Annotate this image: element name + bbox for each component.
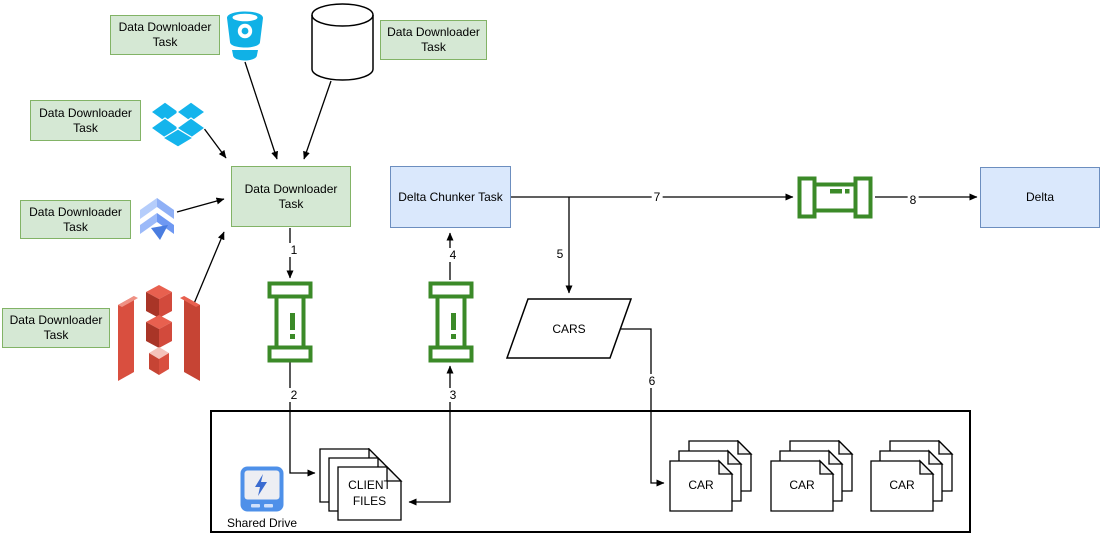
edge-cylinder-to-central[interactable] bbox=[303, 80, 332, 160]
edge-bitbucket-to-central[interactable] bbox=[244, 61, 278, 160]
car-docs bbox=[770, 439, 854, 512]
edge-label-6: 6 bbox=[646, 374, 658, 388]
edge-chevron-to-central[interactable] bbox=[176, 197, 225, 213]
downloader-task-label: Data Downloader Task bbox=[387, 25, 480, 54]
edge-label-8: 8 bbox=[907, 193, 919, 207]
aws-s3-glyph bbox=[118, 285, 200, 381]
database-cylinder-glyph bbox=[311, 3, 374, 81]
pipe-queue-glyph bbox=[797, 176, 873, 219]
downloader-task-label: Data Downloader Task bbox=[118, 20, 212, 49]
delta-chunker-label: Delta Chunker Task bbox=[398, 189, 503, 204]
edge-label-5: 5 bbox=[554, 247, 566, 261]
downloader-task-label: Data Downloader Task bbox=[9, 313, 103, 342]
car-label: CAR bbox=[670, 461, 732, 511]
edge-6[interactable] bbox=[621, 328, 665, 487]
shared-drive-label: Shared Drive bbox=[226, 516, 298, 530]
delta-label: Delta bbox=[1025, 190, 1054, 204]
edge-s3-to-central[interactable] bbox=[192, 231, 225, 307]
bitbucket-icon-glyph bbox=[227, 11, 263, 61]
client-files-line1: CLIENT bbox=[348, 477, 391, 492]
downloader-task-box-database[interactable]: Data Downloader Task bbox=[380, 20, 487, 60]
pipe-queue-glyph bbox=[267, 281, 313, 363]
chevron-stack-icon[interactable] bbox=[140, 197, 175, 241]
shared-drive-glyph bbox=[240, 466, 284, 512]
dropbox-icon[interactable] bbox=[149, 98, 207, 150]
edge-label-3: 3 bbox=[447, 388, 459, 402]
car-stack-2[interactable]: CAR bbox=[770, 439, 854, 512]
delta-box[interactable]: Delta bbox=[980, 167, 1100, 228]
chevron-stack-glyph bbox=[140, 198, 174, 240]
shared-drive-container[interactable] bbox=[210, 410, 971, 533]
car-docs bbox=[870, 439, 954, 512]
client-files-docs bbox=[319, 447, 403, 521]
central-task-label: Data Downloader Task bbox=[244, 181, 338, 211]
edge-label-7: 7 bbox=[651, 190, 663, 204]
cars-label: CARS bbox=[552, 322, 586, 336]
bitbucket-icon[interactable] bbox=[226, 11, 264, 61]
pipe-queue-icon-3[interactable] bbox=[797, 176, 873, 219]
pipe-queue-icon-1[interactable] bbox=[267, 281, 313, 363]
database-cylinder-icon[interactable] bbox=[311, 3, 374, 81]
edge-label-4: 4 bbox=[447, 248, 459, 262]
cars-parallelogram[interactable]: CARS bbox=[503, 296, 635, 362]
car-label-text: CAR bbox=[889, 478, 915, 493]
dropbox-icon-glyph bbox=[149, 101, 207, 148]
car-stack-1[interactable]: CAR bbox=[669, 439, 753, 512]
edge-label-1: 1 bbox=[288, 243, 300, 257]
downloader-task-box-dropbox[interactable]: Data Downloader Task bbox=[30, 100, 141, 141]
edge-label-2: 2 bbox=[288, 388, 300, 402]
pipe-queue-icon-2[interactable] bbox=[428, 281, 474, 363]
client-files-line2: FILES bbox=[352, 493, 387, 508]
aws-s3-icon[interactable] bbox=[117, 285, 201, 383]
downloader-task-label: Data Downloader Task bbox=[39, 105, 132, 135]
car-label: CAR bbox=[871, 461, 933, 511]
delta-chunker-task-box[interactable]: Delta Chunker Task bbox=[390, 166, 511, 228]
car-stack-3[interactable]: CAR bbox=[870, 439, 954, 512]
downloader-task-box-chevron[interactable]: Data Downloader Task bbox=[20, 200, 131, 239]
downloader-task-label: Data Downloader Task bbox=[29, 204, 122, 234]
central-downloader-task-box[interactable]: Data Downloader Task bbox=[231, 166, 351, 227]
pipe-queue-glyph bbox=[428, 281, 474, 363]
cars-parallelogram-outline bbox=[505, 298, 633, 359]
car-label: CAR bbox=[771, 461, 833, 511]
car-label-text: CAR bbox=[789, 478, 815, 493]
downloader-task-box-s3[interactable]: Data Downloader Task bbox=[2, 308, 110, 348]
downloader-task-box-bitbucket[interactable]: Data Downloader Task bbox=[110, 15, 220, 55]
client-files-label: CLIENT FILES bbox=[338, 467, 401, 520]
edge-dropbox-to-central[interactable] bbox=[202, 126, 227, 159]
car-docs bbox=[669, 439, 753, 512]
car-label-text: CAR bbox=[688, 478, 714, 493]
shared-drive-icon[interactable] bbox=[240, 466, 284, 512]
client-files-stack[interactable]: CLIENT FILES bbox=[318, 447, 404, 522]
